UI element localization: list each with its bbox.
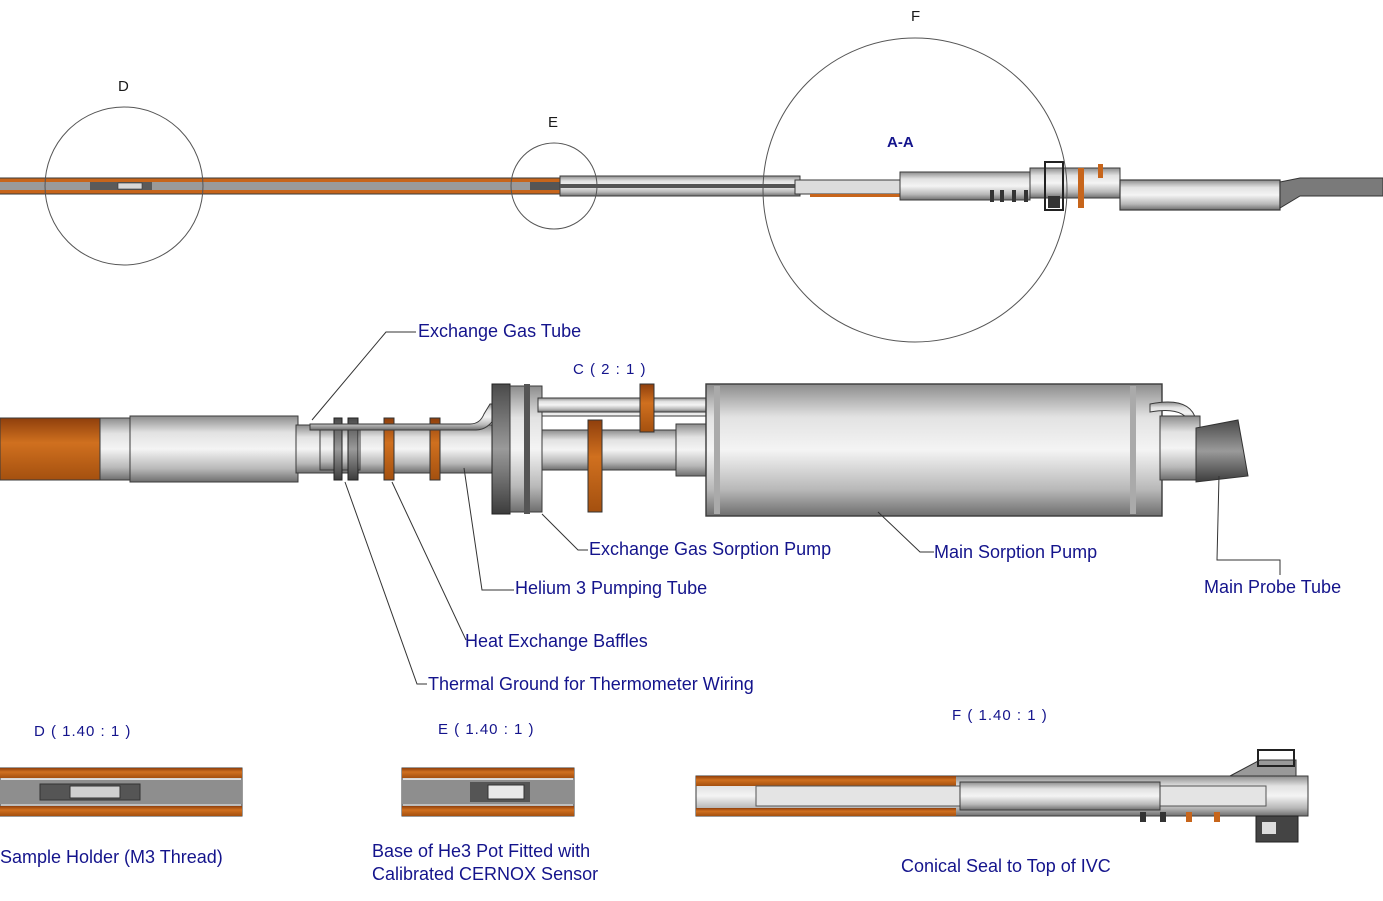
view-title-c: C ( 2 : 1 ) (573, 361, 647, 378)
view-title-f: F ( 1.40 : 1 ) (952, 707, 1048, 724)
label-main-sorption-pump: Main Sorption Pump (934, 542, 1098, 562)
label-exchange-gas-tube: Exchange Gas Tube (418, 321, 582, 341)
label-sample-holder: Sample Holder (M3 Thread) (0, 847, 223, 867)
detail-c-assembly (0, 383, 1249, 517)
detail-circle-e (510, 142, 598, 230)
marker-f: F (911, 8, 921, 25)
detail-f-view (695, 749, 1309, 843)
label-heat-exchange-baffles: Heat Exchange Baffles (465, 631, 648, 651)
marker-e: E (548, 114, 559, 131)
section-view-a-a (0, 161, 1383, 211)
detail-circle-d (44, 106, 204, 266)
view-title-d: D ( 1.40 : 1 ) (34, 723, 132, 740)
label-helium-3-pumping-tube: Helium 3 Pumping Tube (515, 578, 708, 598)
label-thermal-ground: Thermal Ground for Thermometer Wiring (428, 674, 754, 694)
detail-e-view (401, 767, 575, 817)
label-exchange-gas-sorption-pump: Exchange Gas Sorption Pump (589, 539, 832, 559)
label-he3-pot-line2: Calibrated CERNOX Sensor (372, 864, 599, 884)
label-he3-pot-line1: Base of He3 Pot Fitted with (372, 841, 591, 861)
label-main-probe-tube: Main Probe Tube (1204, 577, 1342, 597)
view-title-e: E ( 1.40 : 1 ) (438, 721, 535, 738)
section-label: A-A (887, 134, 914, 151)
detail-circle-f (762, 37, 1068, 343)
marker-d: D (118, 78, 129, 95)
leader-lines (311, 331, 1281, 685)
detail-d-view (0, 767, 243, 817)
label-conical-seal: Conical Seal to Top of IVC (901, 856, 1111, 876)
